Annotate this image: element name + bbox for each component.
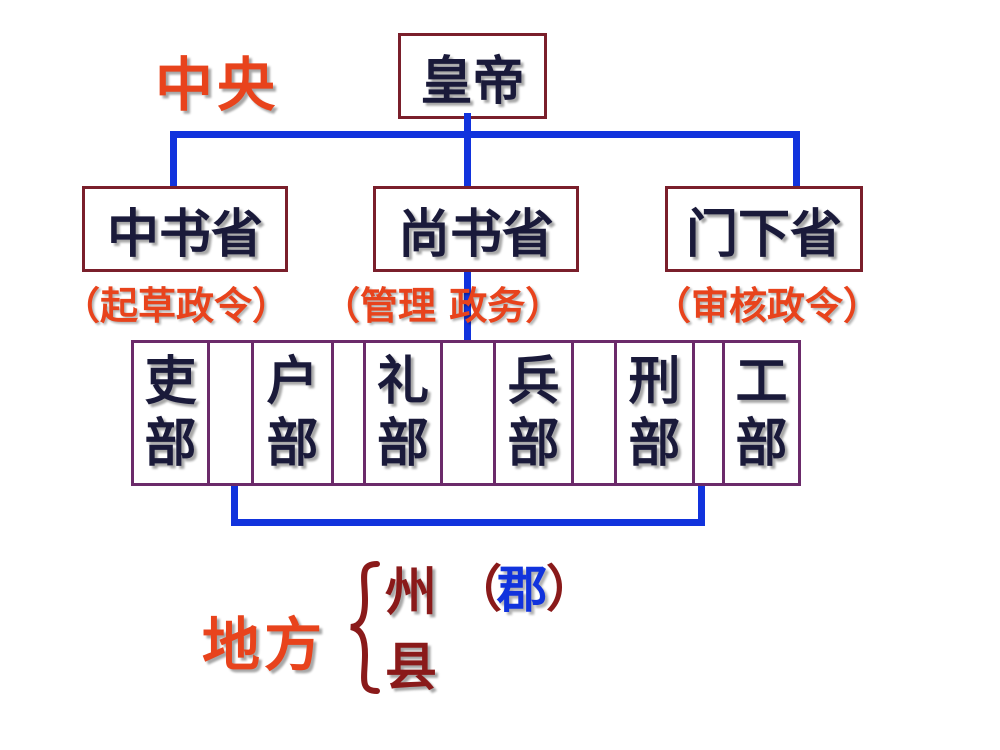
local-jun-close-paren: ） [546,560,596,618]
local-jun: 郡 [497,561,547,619]
dept-zhongshu-box: 中书省 [82,186,288,272]
ministry-char: 礼 [376,352,429,412]
ministry-char: 吏 [144,352,197,412]
ministry-divider [574,343,617,483]
bracket-bottom [231,519,705,526]
connector-left-drop [170,131,177,188]
local-jun-open-paren: （ [452,560,502,618]
ministry-hu-revenue: 户 部 [254,343,334,483]
ministry-divider [695,343,725,483]
dept-zhongshu-label: 中书省 [106,204,263,265]
dept-menxia-box: 门下省 [665,186,863,272]
ministry-xing-justice: 刑 部 [617,343,695,483]
ministry-bing-war: 兵 部 [496,343,574,483]
connector-emperor-down [464,113,471,188]
ministry-li-personnel: 吏 部 [134,343,210,483]
dept-zhongshu-duty: （起草政令） [62,284,291,328]
ministry-char: 部 [266,414,319,474]
ministry-char: 兵 [507,352,560,412]
bracket-left-leg [231,486,238,526]
connector-horizontal-top [170,131,800,138]
ministry-li-rites: 礼 部 [366,343,443,483]
emperor-label: 皇帝 [420,51,525,112]
ministry-divider [334,343,366,483]
curly-brace-icon [350,561,380,694]
ministry-divider [443,343,496,483]
ministry-char: 部 [507,414,560,474]
ministry-char: 部 [628,414,681,474]
ministry-char: 部 [144,414,197,474]
connector-shangshu-down [464,268,471,340]
ministry-char: 刑 [628,352,681,412]
ministry-char: 户 [266,352,319,412]
dept-menxia-label: 门下省 [685,204,842,265]
ministry-divider [210,343,254,483]
local-xian: 县 [385,638,438,698]
bracket-right-leg [698,486,705,526]
dept-shangshu-duty: （管理 政务） [322,284,564,328]
local-zhou: 州 [385,563,438,623]
ministry-char: 部 [376,414,429,474]
ministry-char: 工 [735,352,788,412]
dept-shangshu-label: 尚书省 [397,204,554,265]
dept-menxia-duty: （审核政令） [653,284,882,328]
ministry-gong-works: 工 部 [725,343,798,483]
connector-right-drop [793,131,800,188]
local-label: 地方 [202,611,327,679]
ministry-char: 部 [735,414,788,474]
central-label: 中央 [155,51,280,119]
dept-shangshu-box: 尚书省 [373,186,579,272]
six-ministries: 吏 部 户 部 礼 部 兵 部 刑 部 工 部 [131,340,801,486]
emperor-box: 皇帝 [398,33,547,119]
